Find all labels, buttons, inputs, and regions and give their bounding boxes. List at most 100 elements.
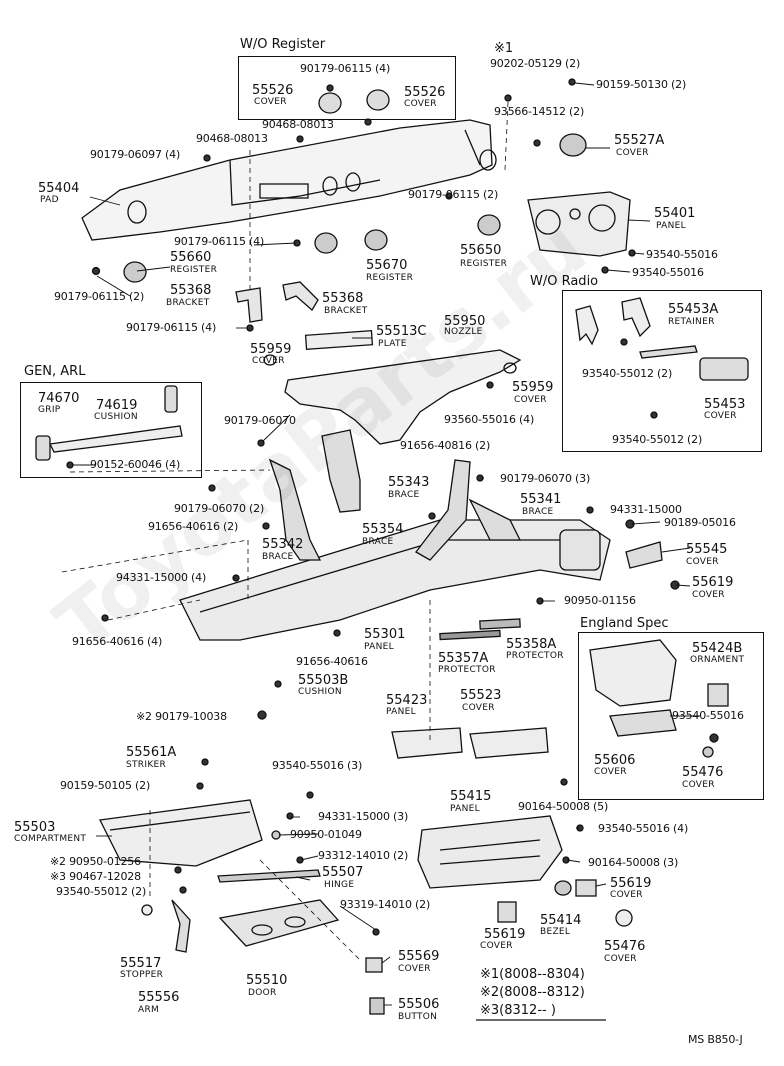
part-55354: 55354	[362, 522, 404, 537]
part-91656-40616-4: 91656-40616 (4)	[72, 635, 163, 648]
part-55606-name: COVER	[594, 767, 627, 777]
part-55368-left-name: BRACKET	[166, 298, 210, 308]
part-90189-05016: 90189-05016	[664, 516, 736, 529]
part-93560-55016: 93560-55016 (4)	[444, 413, 535, 426]
part-90202-05129: 90202-05129 (2)	[490, 57, 581, 70]
leader-lines	[72, 82, 700, 1006]
part-90179-06115-4b: 90179-06115 (4)	[174, 235, 265, 248]
part-55503: 55503	[14, 820, 56, 835]
part-93540-55016-4: 93540-55016 (4)	[598, 822, 689, 835]
door-55510-drawing	[141, 899, 385, 1015]
part-90950-01256: ※2 90950-01256	[50, 855, 141, 868]
legend-line-3: ※3(8312-- )	[480, 1003, 556, 1018]
part-55358A: 55358A	[506, 637, 557, 652]
part-93540-55016-b: 93540-55016	[632, 266, 704, 279]
part-94331-15000-4: 94331-15000 (4)	[116, 571, 207, 584]
part-55476-b-name: COVER	[604, 954, 637, 964]
part-93540-55012-2b: 93540-55012 (2)	[612, 433, 703, 446]
part-55527A-name: COVER	[616, 148, 649, 158]
main-panel-55301-drawing	[101, 429, 680, 720]
part-55526-left: 55526	[252, 83, 294, 98]
wo-radio-heading: W/O Radio	[530, 274, 599, 289]
part-55506-name: BUTTON	[398, 1012, 438, 1022]
part-55476-a-name: COVER	[682, 780, 715, 790]
part-55341: 55341	[520, 492, 562, 507]
dashed-guides	[61, 101, 509, 961]
compartment-55503-drawing	[99, 758, 321, 894]
radio-retainer-drawing	[575, 297, 749, 419]
part-55368-left: 55368	[170, 283, 212, 298]
part-55950-name: NOZZLE	[444, 327, 483, 337]
legend-line-2: ※2(8008--8312)	[480, 985, 585, 1000]
part-55619-a-name: COVER	[692, 590, 725, 600]
part-55523-name: COVER	[462, 703, 495, 713]
part-90159-50105: 90159-50105 (2)	[60, 779, 151, 792]
part-90179-06070-2: 90179-06070 (2)	[174, 502, 265, 515]
part-55503-name: COMPARTMENT	[14, 834, 87, 844]
part-55424B-name: ORNAMENT	[690, 655, 745, 665]
part-93540-55016-a: 93540-55016	[646, 248, 718, 261]
part-55527A: 55527A	[614, 133, 665, 148]
part-55556: 55556	[138, 990, 180, 1005]
part-55368-right-name: BRACKET	[324, 306, 368, 316]
part-93312-14010: 93312-14010 (2)	[318, 849, 409, 862]
part-91656-40616-2: 91656-40616 (2)	[148, 520, 239, 533]
part-55959-left: 55959	[250, 342, 292, 357]
part-55415: 55415	[450, 789, 492, 804]
part-90179-06070-a: 90179-06070	[224, 414, 296, 427]
part-55401-name: PANEL	[656, 221, 686, 231]
part-55513C: 55513C	[376, 324, 427, 339]
part-90950-01049: 90950-01049	[290, 828, 362, 841]
part-90179-06115-2b: 90179-06115 (2)	[54, 290, 145, 303]
part-90159-50130: 90159-50130 (2)	[596, 78, 687, 91]
part-55545: 55545	[686, 542, 728, 557]
part-55357A-name: PROTECTOR	[438, 665, 496, 675]
registers-drawing	[91, 78, 587, 332]
part-55424B: 55424B	[692, 641, 743, 656]
part-55343: 55343	[388, 475, 430, 490]
part-55950: 55950	[444, 314, 486, 329]
part-55517: 55517	[120, 956, 162, 971]
part-55453A: 55453A	[668, 302, 719, 317]
part-55959-right-name: COVER	[514, 395, 547, 405]
part-55507-name: HINGE	[324, 880, 355, 890]
wo-register-heading: W/O Register	[240, 37, 326, 52]
part-55650-name: REGISTER	[460, 259, 508, 269]
part-55368-right: 55368	[322, 291, 364, 306]
part-55545-name: COVER	[686, 557, 719, 567]
part-55507: 55507	[322, 865, 364, 880]
part-55503B: 55503B	[298, 673, 349, 688]
part-90467-12028: ※3 90467-12028	[50, 870, 141, 883]
part-55619-c: 55619	[484, 927, 526, 942]
part-55510: 55510	[246, 973, 288, 988]
gen-arl-box	[20, 382, 202, 478]
part-90179-06115-2a: 90179-06115 (2)	[408, 188, 499, 201]
part-93319-14010: 93319-14010 (2)	[340, 898, 431, 911]
part-93540-55012-2a: 93540-55012 (2)	[582, 367, 673, 380]
part-90950-01156: 90950-01156	[564, 594, 636, 607]
part-55510-name: DOOR	[248, 988, 277, 998]
part-93540-55016-c: 93540-55016	[672, 709, 744, 722]
grip-74670-drawing	[35, 385, 183, 469]
part-55506: 55506	[398, 997, 440, 1012]
part-55358A-name: PROTECTOR	[506, 651, 564, 661]
part-90179-10038: ※2 90179-10038	[136, 710, 227, 723]
panel-55401-drawing	[527, 191, 636, 274]
part-55476-a: 55476	[682, 765, 724, 780]
pad-55404-drawing	[81, 119, 497, 241]
ornament-55424B-drawing	[589, 639, 729, 758]
england-spec-box	[578, 632, 764, 800]
part-55423: 55423	[386, 693, 428, 708]
brackets-55368-drawing	[235, 281, 319, 323]
part-55301-name: PANEL	[364, 642, 394, 652]
part-90164-50008-5: 90164-50008 (5)	[518, 800, 609, 813]
part-74670: 74670	[38, 391, 80, 406]
part-91656-40616-b: 91656-40616	[296, 655, 368, 668]
part-90468-08013-b: 90468-08013	[196, 132, 268, 145]
part-94331-15000-3: 94331-15000 (3)	[318, 810, 409, 823]
part-55517-name: STOPPER	[120, 970, 164, 980]
part-55404: 55404	[38, 181, 80, 196]
part-90152-60046: 90152-60046 (4)	[90, 458, 181, 471]
panel-55415-drawing	[417, 815, 633, 927]
